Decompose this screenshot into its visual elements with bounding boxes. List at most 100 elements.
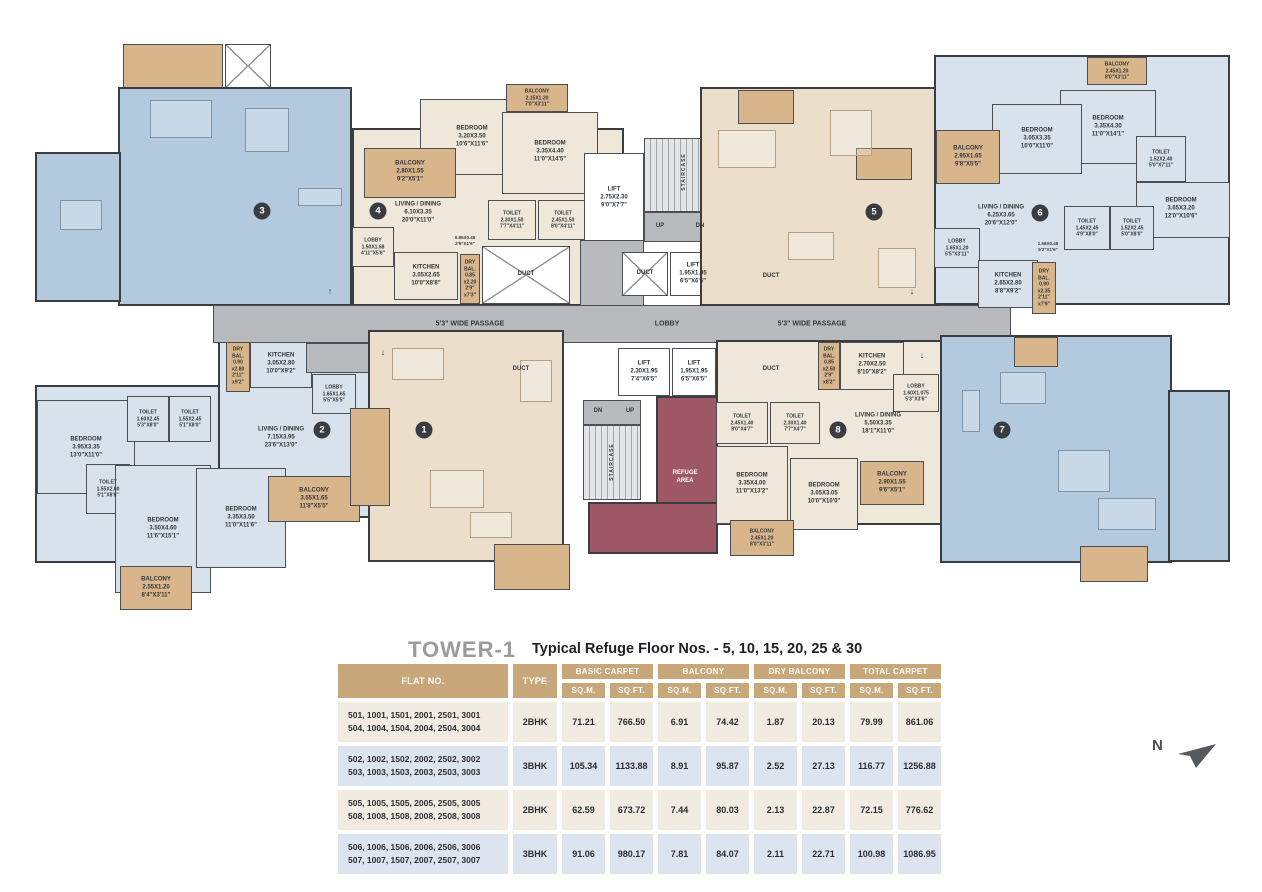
unit6-balcony [1087,57,1147,85]
furniture [1098,498,1156,530]
table-cell: 105.34 [562,746,605,786]
unit6-toilet [1064,206,1110,250]
room-label: DRY BAL. 0.85 x2.50 2'9" x8'2" [822,346,836,386]
room-label: TOILET 1.52X2.45 5'0"X8'0" [1120,218,1144,238]
unit-badge: 1 [415,421,433,439]
unit-badge: 5 [865,203,883,221]
table-cell-type: 2BHK [513,790,557,830]
table-cell: 673.72 [610,790,653,830]
room-label: BEDROOM 3.65X3.20 12'0"X10'6" [1164,197,1198,219]
table-cell: 1256.88 [898,746,941,786]
unit6-toilet [1110,206,1154,250]
table-cell: 20.13 [802,702,845,742]
room-label: TOILET 2.30X1.50 7'7"X4'11" [499,210,525,230]
lift [584,153,644,241]
unit3-area [35,152,121,302]
unit5-balcony [856,148,912,180]
furniture [245,108,289,152]
table-cell: 95.87 [706,746,749,786]
table-cell: 79.99 [850,702,893,742]
room-label: LOBBY 1.65X1.20 5'5"X3'11" [944,238,970,258]
unit4-balcony [506,84,568,112]
furniture [830,110,872,156]
room-label: BALCONY 2.45X1.20 8'0"X3'11" [749,528,775,548]
unit7-balcony [1080,546,1148,582]
unit6-toilet [1136,136,1186,182]
unit6-bedroom [992,104,1082,174]
passage-stub [306,343,370,373]
table-cell: 2.11 [754,834,797,874]
table-cell: 2.13 [754,790,797,830]
unit1-balcony [494,544,570,590]
room-label: LIVING / DINING 6.25X3.65 20'6"X12'0" [977,204,1025,226]
table-cell: 27.13 [802,746,845,786]
table-cell: 1133.88 [610,746,653,786]
room-label: TOILET 1.55X2.45 5'1"X8'0" [178,409,202,429]
unit8-lobby [893,374,939,412]
room-label: TOILET 1.45X2.45 4'9"X8'0" [1075,218,1099,238]
unit6-dry-balcony [1032,262,1056,314]
tower-title: TOWER-1 [408,637,517,662]
table-cell: 100.98 [850,834,893,874]
floor-subtitle: Typical Refuge Floor Nos. - 5, 10, 15, 2… [532,641,863,657]
room-label: LOBBY 1.60X1.075 5'3"X3'6" [903,383,929,403]
duct-label: DUCT [512,366,530,373]
staircase [583,425,641,500]
table-cell: 22.71 [802,834,845,874]
room-label: KITCHEN 2.70X2.50 8'10"X8'2" [857,353,887,375]
dn-label: DN [593,408,603,415]
refuge-label: REFUGE AREA [672,470,698,484]
col-group-balcony: BALCONY [658,664,749,679]
lift-label: LIFT 1.95X1.95 6'5"X6'5" [680,360,708,382]
passage-label: 5'3" WIDE PASSAGE [435,320,505,328]
duct-label: DUCT [762,366,780,373]
lift [672,348,716,396]
unit6-lobby [934,228,980,268]
room-label: TOILET 2.45X1.50 8'0"X4'11" [550,210,576,230]
room-label: 0.85X0.45 2'9"X1'6" [454,235,476,246]
floor-plan: LIFT 2.75X2.30 9'0"X7'7" STAIRCASE UP DN… [35,44,1230,610]
up-label: UP [655,223,665,230]
duct [225,44,271,88]
table-cell-flats: 506, 1006, 1506, 2006, 2506, 3006 507, 1… [338,834,508,874]
unit8-balcony [860,461,924,505]
room-label: DRY BAL. 0.85 x2.20 2'9" x7'3" [463,259,477,299]
unit8-dry-balcony [818,342,840,390]
furniture [962,390,980,432]
room-label: LIVING / DINING 5.50X3.35 18'1"X11'0" [854,412,902,434]
unit4-kitchen [394,252,458,300]
furniture [520,360,552,402]
direction-arrow-icon: ↓ [919,350,925,360]
north-arrow-icon [1178,744,1216,768]
col-header-sqm: SQ.M. [562,683,605,698]
col-header-sqft: SQ.FT. [802,683,845,698]
col-header-sqft: SQ.FT. [898,683,941,698]
unit7-area [940,335,1172,563]
unit2-dry-balcony [226,340,250,392]
duct-label: DUCT [636,270,654,277]
furniture [470,512,512,538]
refuge-area [588,502,718,554]
furniture [298,188,342,206]
col-header-sqft: SQ.FT. [706,683,749,698]
lift [618,348,670,396]
lobby-label: LOBBY [654,320,680,328]
room-label: DRY BAL. 0.90 x2.80 2'11" x9'2" [231,346,245,386]
unit5-balcony [738,90,794,124]
unit2-toilet [127,396,169,442]
room-label: TOILET 1.55X2.60 5'1"X8'6" [96,479,120,499]
table-cell: 72.15 [850,790,893,830]
unit-badge: 2 [313,421,331,439]
unit-badge: 7 [993,421,1011,439]
furniture [430,470,484,508]
room-label: BEDROOM 3.35X4.40 11'0"X14'5" [533,140,567,162]
room-label: BEDROOM 3.95X3.35 13'0"X11'0" [69,436,103,458]
direction-arrow-icon: ↓ [380,347,386,357]
room-label: KITCHEN 3.05X2.80 10'0"X9'2" [266,352,296,374]
table-cell: 861.06 [898,702,941,742]
staircase-landing [583,400,641,425]
room-label: BALCONY 2.90X1.55 9'6"X5'1" [877,471,907,493]
col-header-sqm: SQ.M. [850,683,893,698]
unit1-balcony [350,408,390,506]
staircase-label: STAIRCASE [608,443,615,481]
